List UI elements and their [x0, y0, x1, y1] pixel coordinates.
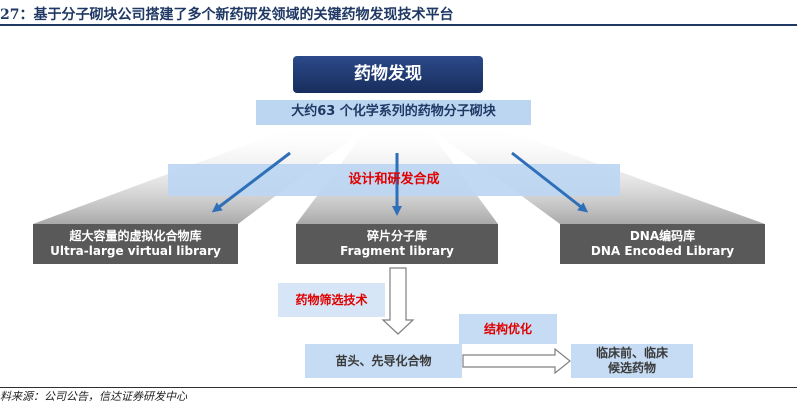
title-divider [0, 24, 797, 26]
hit-lead-box: 苗头、先导化合物 [335, 353, 432, 368]
optimization-label: 结构优化 [483, 321, 532, 336]
hit-lead-box-shape [305, 344, 462, 378]
source-note: 料来源：公司公告，信达证券研发中心 [0, 390, 187, 403]
library-virtual-en: Ultra-large virtual library [50, 244, 221, 258]
optimization-label-shape [459, 314, 557, 344]
top-box-shape [293, 56, 483, 93]
library-virtual: 超大容量的虚拟化合物库 Ultra-large virtual library [33, 224, 238, 264]
design-synthesis-bar: 设计和研发合成 [348, 171, 440, 187]
building-blocks-bar: 大约63 个化学系列的药物分子砌块 [291, 104, 496, 120]
candidate-box-shape [571, 344, 693, 378]
library-virtual-cn: 超大容量的虚拟化合物库 [69, 229, 202, 243]
library-fragment-shape [296, 224, 498, 264]
library-virtual-shape [33, 224, 238, 264]
right-arrow [462, 347, 571, 375]
drug-discovery-box: 药物发现 [354, 63, 422, 84]
building-blocks-bar-shape [256, 100, 531, 125]
library-fragment-cn: 碎片分子库 [366, 229, 427, 243]
library-del-shape [560, 224, 765, 264]
candidate-line-2: 候选药物 [607, 361, 656, 375]
library-fragment-en: Fragment library [340, 244, 454, 258]
library-del-en: DNA Encoded Library [590, 244, 735, 258]
candidate-line-1: 临床前、临床 [595, 346, 668, 360]
library-del-cn: DNA编码库 [629, 229, 696, 243]
candidate-box: 临床前、临床 候选药物 [571, 344, 693, 378]
library-fragment: 碎片分子库 Fragment library [296, 224, 498, 264]
down-arrow [381, 267, 415, 335]
screening-label: 药物筛选技术 [295, 292, 368, 307]
figure-title: 27：基于分子砌块公司搭建了多个新药研发领域的关键药物发现技术平台 [0, 7, 454, 23]
arrow-right [511, 151, 589, 213]
screening-label-shape [278, 283, 385, 317]
source-divider [0, 387, 797, 388]
arrow-left [211, 151, 291, 213]
library-del: DNA编码库 DNA Encoded Library [560, 224, 765, 264]
